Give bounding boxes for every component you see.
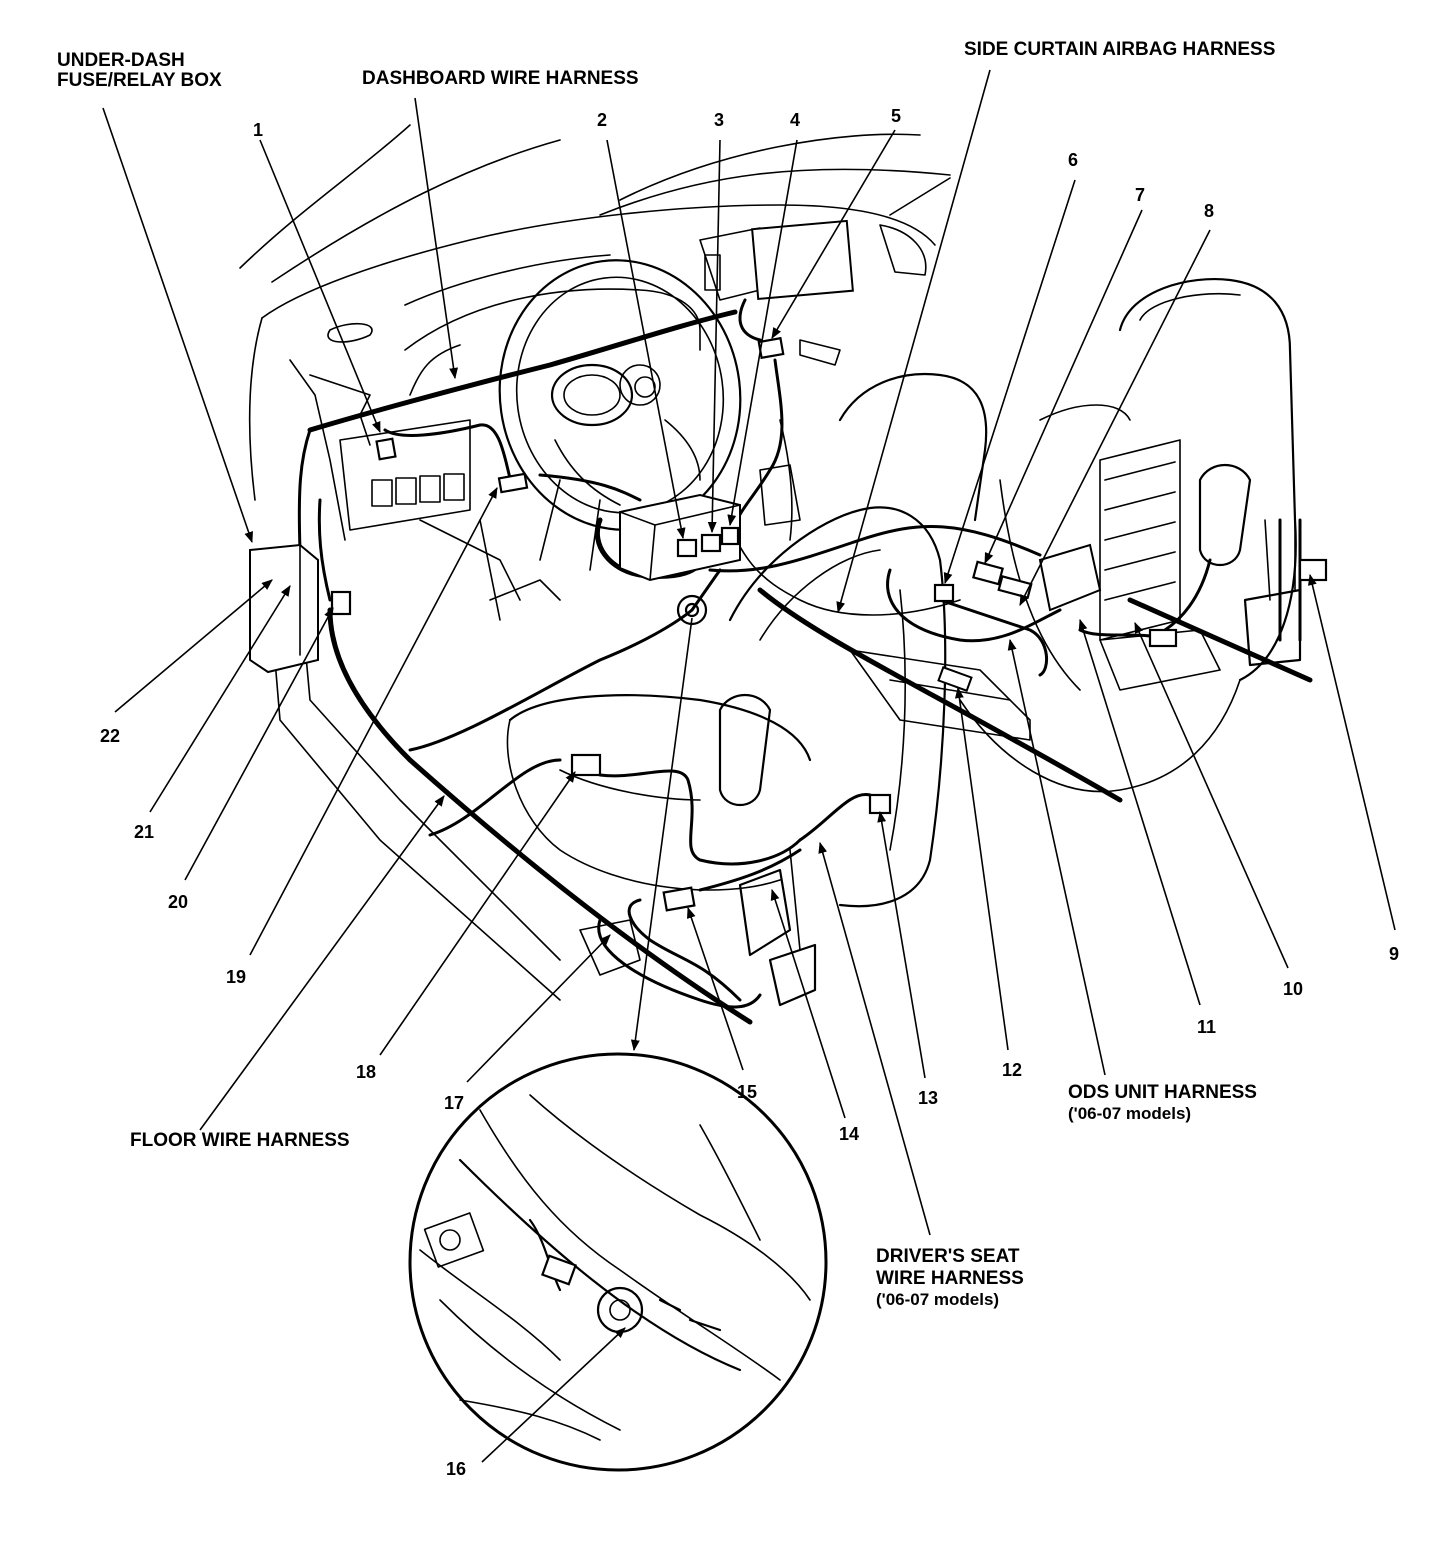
drivers-seat-harness-note: ('06-07 models) xyxy=(876,1290,999,1309)
under-dash-label-line1: UNDER-DASH xyxy=(57,50,185,71)
callout-10: 10 xyxy=(1283,979,1303,999)
callout-12: 12 xyxy=(1002,1060,1022,1080)
side-curtain-airbag-harness-path xyxy=(757,587,1123,803)
callout-11: 11 xyxy=(1197,1017,1216,1037)
callout-16: 16 xyxy=(446,1459,466,1479)
callout-20: 20 xyxy=(168,892,188,912)
vehicle-interior-illustration xyxy=(239,124,1302,1007)
callout-17: 17 xyxy=(444,1093,464,1113)
ods-unit-harness-label: ODS UNIT HARNESS xyxy=(1068,1082,1257,1103)
callout-3: 3 xyxy=(714,110,724,130)
callout-8: 8 xyxy=(1204,201,1214,221)
side-curtain-harness-label: SIDE CURTAIN AIRBAG HARNESS xyxy=(964,39,1275,60)
leader-lines xyxy=(102,69,1396,1463)
callout-6: 6 xyxy=(1068,150,1078,170)
callout-22: 22 xyxy=(100,726,120,746)
drivers-seat-harness-label-line1: DRIVER'S SEAT xyxy=(876,1246,1020,1267)
callout-14: 14 xyxy=(839,1124,859,1144)
harness-labels: UNDER-DASH FUSE/RELAY BOX DASHBOARD WIRE… xyxy=(57,39,1275,1309)
callout-21: 21 xyxy=(134,822,154,842)
drivers-seat-harness-label-line2: WIRE HARNESS xyxy=(876,1268,1024,1289)
callout-5: 5 xyxy=(891,106,901,126)
inset-detail-ground xyxy=(408,1052,828,1472)
callout-13: 13 xyxy=(918,1088,938,1108)
callout-7: 7 xyxy=(1135,185,1145,205)
under-dash-label-line2: FUSE/RELAY BOX xyxy=(57,70,222,91)
dashboard-wire-harness-path xyxy=(307,309,738,433)
callout-18: 18 xyxy=(356,1062,376,1082)
ods-unit-harness-note: ('06-07 models) xyxy=(1068,1104,1191,1123)
floor-wire-harness-path xyxy=(327,607,753,1025)
callout-9: 9 xyxy=(1389,944,1399,964)
callout-4: 4 xyxy=(790,110,800,130)
callout-2: 2 xyxy=(597,110,607,130)
wire-harnesses xyxy=(297,298,1313,1025)
dashboard-harness-label: DASHBOARD WIRE HARNESS xyxy=(362,68,639,89)
floor-harness-label: FLOOR WIRE HARNESS xyxy=(130,1130,350,1151)
callout-15: 15 xyxy=(737,1082,757,1102)
callout-1: 1 xyxy=(253,120,263,140)
callout-numbers: 1 2 3 4 5 6 7 8 9 10 11 12 13 14 15 16 1… xyxy=(100,106,1399,1479)
connectors xyxy=(249,219,1328,912)
callout-19: 19 xyxy=(226,967,246,987)
